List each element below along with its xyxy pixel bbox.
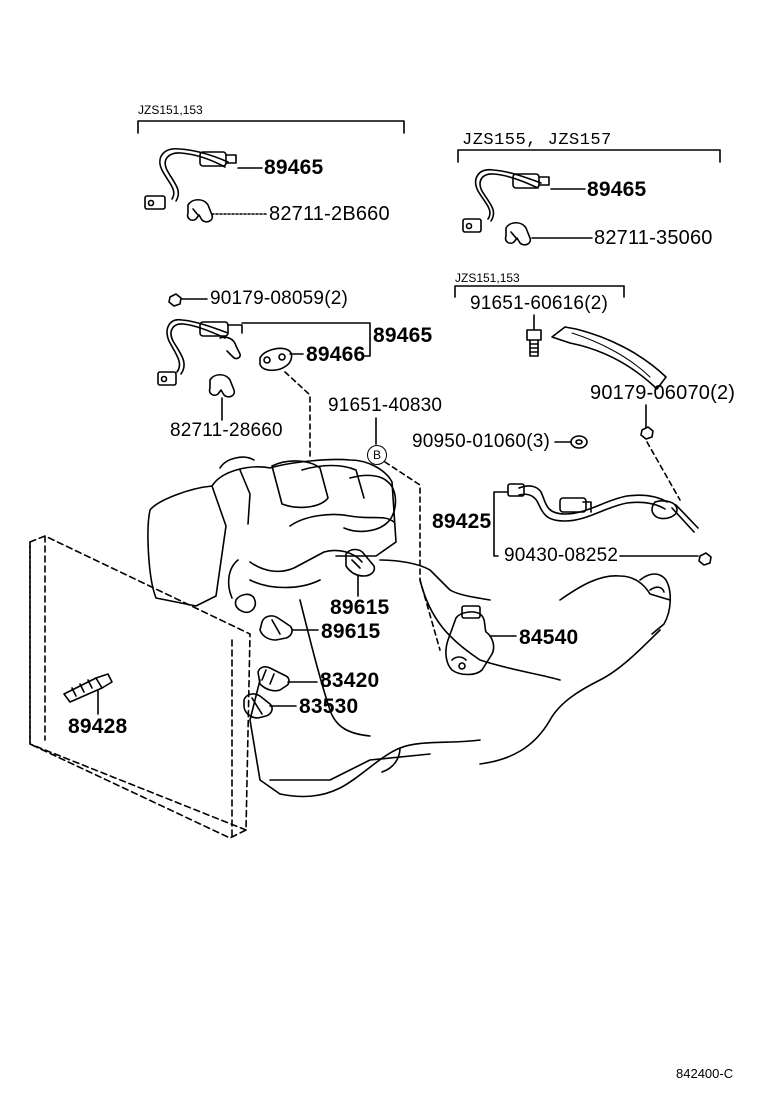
part-label-89466[interactable]: 89466 — [306, 343, 366, 366]
radiator-panel — [29, 535, 251, 839]
part-label-91651-40830[interactable]: 91651-40830 — [328, 395, 443, 416]
nut-90179-06070 — [640, 426, 654, 440]
part-label-82711-2b660[interactable]: 82711-2B660 — [269, 203, 390, 225]
direction-arrow — [551, 326, 667, 390]
install-dash-90179-06070 — [646, 441, 681, 501]
group-label-jzs151-153: JZS151,153 — [138, 103, 203, 117]
group-bracket-jzs155-157 — [457, 149, 721, 163]
oxygen-sensor-89465-top-right — [462, 169, 550, 233]
oxygen-sensor-89465-top-left — [144, 148, 237, 210]
install-dash-89466 — [284, 371, 311, 461]
sensor-83420 — [257, 666, 290, 692]
part-label-90179-06070[interactable]: 90179-06070(2) — [590, 382, 736, 404]
sensor-89428 — [63, 673, 113, 703]
clamp-82711-28660 — [208, 373, 236, 398]
clamp-82711-35060 — [504, 221, 532, 246]
group-bracket-jzs151-153-top — [137, 120, 405, 134]
part-label-90950-01060[interactable]: 90950-01060(3) — [412, 431, 551, 452]
engine-block — [147, 456, 672, 798]
callout-marker-b: B — [367, 445, 387, 465]
diagram-code: 842400-C — [676, 1066, 734, 1081]
part-label-89615-a[interactable]: 89615 — [330, 596, 390, 619]
sensor-84540 — [445, 605, 495, 676]
install-dash-b-marker — [384, 461, 441, 651]
sensor-83530 — [243, 693, 273, 719]
part-label-90430-08252[interactable]: 90430-08252 — [504, 545, 619, 566]
part-label-89425[interactable]: 89425 — [432, 510, 492, 533]
group-bracket-jzs151-153-bolt — [454, 285, 625, 298]
part-label-82711-28660[interactable]: 82711-28660 — [170, 420, 283, 441]
part-label-89465-b[interactable]: 89465 — [587, 178, 647, 201]
nut-90179-08059 — [168, 293, 182, 307]
part-label-89465-c[interactable]: 89465 — [373, 324, 433, 347]
gasket-89466 — [259, 347, 293, 372]
sensor-89615-upper — [345, 548, 376, 577]
part-label-84540[interactable]: 84540 — [519, 626, 579, 649]
gasket-90950-01060 — [570, 435, 588, 449]
part-label-83420[interactable]: 83420 — [320, 669, 380, 692]
sensor-89615-lower — [259, 615, 293, 641]
part-label-83530[interactable]: 83530 — [299, 695, 359, 718]
nut-90430-08252 — [698, 552, 712, 566]
leader-89425 — [493, 491, 509, 557]
part-label-89615-b[interactable]: 89615 — [321, 620, 381, 643]
group-label-jzs151-153-bolt: JZS151,153 — [455, 271, 520, 285]
part-label-89428[interactable]: 89428 — [68, 715, 128, 738]
group-label-jzs155-157: JZS155, JZS157 — [462, 131, 612, 150]
part-label-89465-a[interactable]: 89465 — [264, 156, 324, 179]
oxygen-sensor-89425 — [507, 483, 699, 533]
leader-89465-c — [241, 322, 371, 357]
bolt-91651-60616 — [526, 329, 542, 357]
part-label-91651-60616[interactable]: 91651-60616(2) — [470, 293, 609, 314]
part-label-90179-08059[interactable]: 90179-08059(2) — [210, 288, 349, 309]
oxygen-sensor-89465-mid — [157, 319, 243, 386]
part-label-82711-35060[interactable]: 82711-35060 — [594, 227, 713, 249]
clamp-82711-2b660 — [186, 198, 214, 223]
